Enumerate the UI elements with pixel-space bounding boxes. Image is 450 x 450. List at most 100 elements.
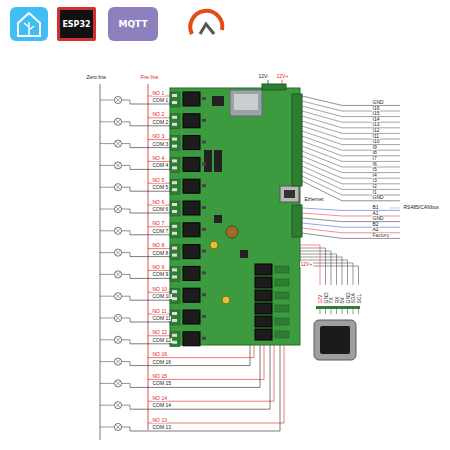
signal-label: I13	[372, 122, 380, 127]
relay	[255, 329, 272, 340]
input-wire	[302, 116, 400, 128]
no-wire	[148, 226, 170, 227]
neutral-wire	[100, 209, 114, 210]
capacitor	[222, 296, 230, 304]
signal-label: I2	[372, 184, 377, 189]
signal-label: I4	[372, 173, 377, 178]
lamp-wire	[130, 427, 131, 431]
lamp-wire	[122, 383, 130, 384]
regulator	[214, 215, 222, 223]
lamp-symbol	[114, 423, 121, 430]
bus-wire	[302, 233, 400, 238]
lamp-wire	[122, 187, 130, 188]
lamp-symbol	[114, 314, 121, 321]
input-wire	[302, 146, 400, 161]
relay-board	[170, 88, 300, 345]
terminal-screw	[172, 145, 177, 148]
relay	[183, 266, 200, 280]
input-wire	[302, 136, 400, 150]
line-label: Zero line	[86, 75, 106, 80]
neutral-wire	[100, 121, 114, 122]
pin-label: TX	[329, 297, 334, 304]
signal-label: I10	[372, 139, 380, 144]
lamp-symbol	[114, 249, 121, 256]
lamp-symbol	[114, 184, 121, 191]
signal-label: I12	[372, 128, 380, 133]
no-wire	[148, 345, 284, 423]
relay	[255, 303, 272, 314]
signal-label: I7	[372, 156, 377, 161]
input-wire	[302, 121, 400, 133]
terminal-label: COM 16	[152, 360, 172, 365]
relay	[183, 310, 200, 324]
pin-label: RX	[335, 296, 340, 304]
neutral-wire	[100, 427, 114, 428]
terminal-screw	[172, 290, 177, 293]
bus-terminal	[292, 205, 302, 237]
com-wire	[130, 191, 170, 192]
input-wire	[302, 156, 400, 173]
lamp-filament	[116, 207, 121, 212]
terminal-label: NO 11	[152, 309, 167, 314]
power-wire	[282, 80, 283, 84]
no-wire	[148, 139, 170, 140]
neutral-wire	[100, 165, 114, 166]
neutral-wire	[100, 318, 114, 319]
com-wire	[130, 300, 170, 301]
smd-part	[202, 162, 206, 165]
openhab-arc	[190, 11, 222, 34]
signal-label: I6	[372, 162, 377, 167]
display-wire	[300, 257, 342, 285]
power-wire	[268, 80, 269, 84]
terminal-label: COM 15	[152, 381, 172, 386]
relay	[183, 332, 200, 346]
terminal-screw	[172, 159, 177, 162]
terminal-screw	[172, 94, 177, 97]
ic-chip	[212, 96, 224, 106]
terminal-label: COM 1	[152, 98, 169, 103]
display-connector	[316, 306, 360, 309]
terminal-screw	[172, 188, 177, 191]
neutral-wire	[100, 405, 114, 406]
line-label: Fire line	[140, 75, 159, 80]
logo-text: ESP32	[62, 20, 90, 29]
signal-label: I15	[372, 111, 380, 116]
lamp-symbol	[114, 140, 121, 147]
terminal-screw	[172, 210, 177, 213]
terminal-screw	[172, 203, 177, 206]
relay-terminal	[170, 223, 180, 238]
smd-part	[202, 119, 206, 122]
input-wire	[302, 131, 400, 145]
lamp-wire	[130, 122, 131, 126]
neutral-wire	[100, 100, 114, 101]
terminal-label: NO 10	[152, 287, 167, 292]
terminal-screw	[172, 254, 177, 257]
terminal-label: COM 5	[152, 185, 169, 190]
lamp-wire	[122, 405, 130, 406]
lamp-wire	[130, 187, 131, 191]
logo-text: MQTT	[118, 19, 147, 29]
no-wire	[148, 292, 170, 293]
lamp-symbol	[114, 293, 121, 300]
terminal-screw	[172, 319, 177, 322]
no-wire	[148, 205, 170, 206]
lamp-filament	[116, 294, 121, 299]
com-wire	[130, 278, 170, 279]
lamp-filament	[116, 185, 121, 190]
terminal-label: COM 12	[152, 338, 172, 343]
relay	[183, 201, 200, 215]
relay-terminal	[275, 318, 289, 325]
inductor	[226, 226, 238, 238]
input-wire	[302, 171, 400, 189]
ic-chip	[214, 150, 222, 172]
lamp-symbol	[114, 358, 121, 365]
no-wire	[148, 248, 170, 249]
terminal-label: COM 7	[152, 229, 169, 234]
lamp-filament	[116, 98, 121, 103]
display-wire	[300, 248, 326, 285]
lamp-symbol	[114, 402, 121, 409]
input-wire	[302, 176, 400, 195]
smd-part	[202, 141, 206, 144]
lamp-wire	[130, 340, 131, 344]
